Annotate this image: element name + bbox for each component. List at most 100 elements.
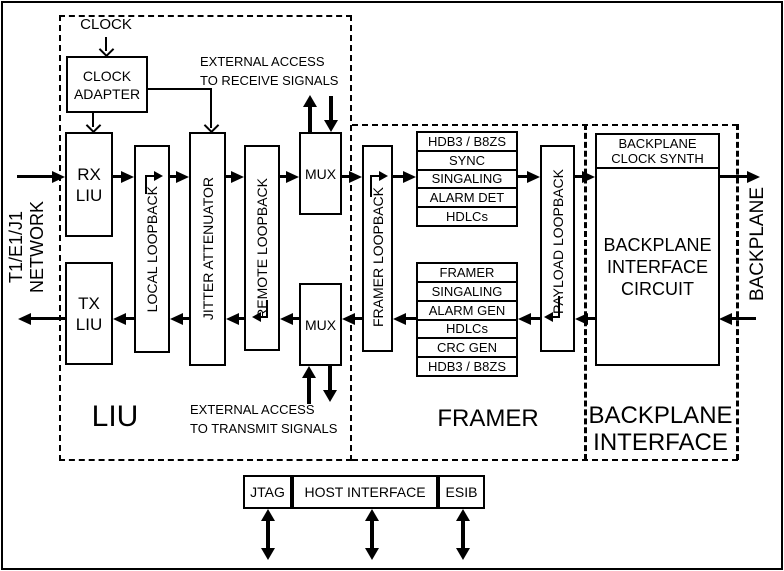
signal-line (308, 107, 312, 133)
signal-line (552, 316, 560, 318)
arrow-right-icon (349, 171, 362, 183)
arrow-left-icon (113, 313, 126, 325)
clock-label: CLOCK (80, 16, 132, 33)
tx-function-row: SINGALING (418, 280, 516, 300)
esib-box: ESIB (438, 475, 485, 509)
arrow-up-icon (456, 509, 470, 521)
signal-line (148, 88, 212, 90)
external-access-transmit-line1: EXTERNAL ACCESS (190, 402, 315, 417)
arrow-left-icon (18, 313, 31, 325)
signal-line (370, 176, 372, 197)
signal-line (105, 37, 107, 51)
signal-line (587, 317, 596, 320)
tx-liu-line1: TX (78, 293, 100, 313)
external-access-transmit-line2: TO TRANSMIT SIGNALS (190, 421, 338, 436)
signal-line (575, 175, 584, 178)
mux-top-box: MUX (299, 132, 342, 215)
arrow-up-icon (302, 366, 316, 378)
network-label-line1: T1/E1/J1 (6, 210, 26, 284)
clock-adapter-line2: ADAPTER (73, 85, 141, 102)
jtag-label: JTAG (250, 484, 285, 500)
liu-region-border (59, 15, 352, 461)
backplane-circuit-line2: INTERFACE (606, 256, 708, 277)
signal-line (307, 377, 311, 404)
external-access-receive-line1: EXTERNAL ACCESS (200, 54, 325, 69)
backplane-region-border-right (736, 124, 739, 460)
signal-line (113, 175, 123, 178)
signal-line (238, 317, 245, 320)
arrow-right-icon (286, 171, 299, 183)
signal-line (393, 175, 405, 178)
local-loopback-box: LOCAL LOOPBACK (134, 145, 170, 353)
jtag-box: JTAG (243, 475, 292, 509)
host-interface-label: HOST INTERFACE (304, 484, 426, 500)
arrow-right-icon (527, 171, 540, 183)
signal-line (260, 316, 268, 318)
arrow-left-icon (170, 313, 183, 325)
rx-function-row: SYNC (418, 149, 516, 169)
signal-line (280, 175, 288, 178)
signal-line (354, 317, 363, 320)
signal-line (125, 317, 135, 320)
backplane-clock-synth-line1: BACKPLANE (618, 136, 697, 151)
arrow-up-icon (303, 95, 317, 107)
rx-function-row: SINGALING (418, 168, 516, 188)
signal-line (210, 88, 212, 128)
signal-line (731, 317, 756, 320)
signal-line (530, 317, 541, 320)
external-access-receive-label: EXTERNAL ACCESS TO RECEIVE SIGNALS (200, 52, 338, 90)
backplane-clock-synth-line2: CLOCK SYNTH (611, 151, 704, 166)
rx-liu-box: RX LIU (65, 132, 113, 237)
arrow-down-icon (456, 548, 470, 560)
tx-liu-line2: LIU (75, 314, 103, 334)
tx-function-row: ALARM GEN (418, 299, 516, 319)
framer-backplane-region-border-top (352, 124, 738, 126)
arrow-right-icon (747, 171, 760, 183)
signal-line (266, 520, 270, 549)
backplane-interface-region-label: BACKPLANE INTERFACE (583, 402, 738, 456)
backplane-interface-circuit-box: BACKPLANE CLOCK SYNTH BACKPLANE INTERFAC… (595, 133, 720, 366)
signal-line (370, 520, 374, 549)
jitter-attenuator-label: JITTER ATTENUATOR (199, 177, 216, 321)
rx-function-row: HDLCs (418, 206, 516, 225)
signal-line (170, 175, 178, 178)
signal-line (30, 317, 66, 320)
arrow-up-icon (365, 509, 379, 521)
arrow-right-icon (121, 171, 134, 183)
mux-bottom-label: MUX (304, 316, 337, 333)
signal-line (145, 175, 155, 177)
signal-line (92, 113, 94, 127)
arrow-left-icon (575, 313, 588, 325)
arrow-left-icon (342, 313, 355, 325)
rx-liu-line1: RX (77, 164, 101, 184)
remote-loopback-label: REMOTE LOOPBACK (254, 177, 270, 319)
payload-loopback-label: PAYLOAD LOOPBACK (549, 169, 566, 314)
framer-backplane-region-border-bottom (352, 459, 738, 461)
loopback-arrow-icon (252, 312, 261, 322)
loopback-arrow-icon (379, 171, 388, 181)
arrow-up-icon (261, 509, 275, 521)
signal-line (720, 175, 749, 178)
arrow-down-icon (324, 120, 338, 132)
framer-region-label: FRAMER (437, 405, 539, 432)
signal-line (226, 175, 233, 178)
arrow-left-icon (393, 313, 406, 325)
local-loopback-label: LOCAL LOOPBACK (144, 185, 160, 313)
clock-adapter-box: CLOCK ADAPTER (66, 56, 148, 113)
rx-function-row: ALARM DET (418, 187, 516, 206)
arrow-down-icon (261, 548, 275, 560)
backplane-interface-circuit-label: BACKPLANE INTERFACE CIRCUIT (597, 169, 718, 364)
arrow-left-icon (226, 313, 239, 325)
tx-function-row: HDLCs (418, 318, 516, 338)
jitter-attenuator-box: JITTER ATTENUATOR (189, 132, 226, 366)
rx-liu-line2: LIU (75, 185, 103, 205)
arrow-right-icon (176, 171, 189, 183)
signal-line (461, 520, 465, 549)
backplane-circuit-line3: CIRCUIT (621, 278, 694, 299)
arrow-right-icon (582, 171, 595, 183)
signal-line (266, 300, 268, 318)
signal-line (292, 317, 300, 320)
signal-line (518, 175, 529, 178)
